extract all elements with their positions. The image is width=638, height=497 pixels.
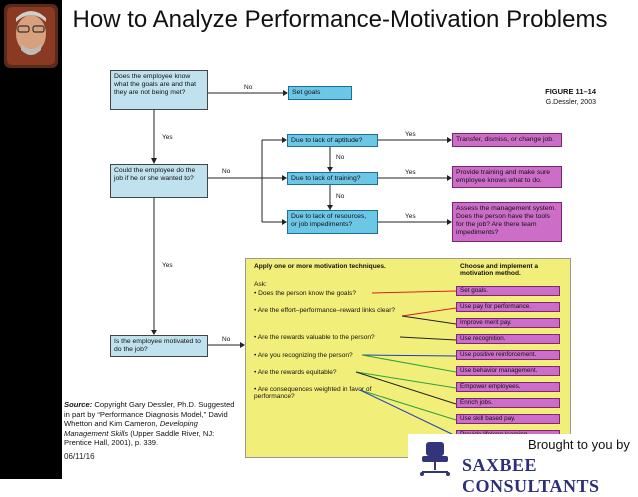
brought-to-you-by: Brought to you by — [528, 437, 630, 452]
office-chair-icon — [412, 438, 460, 478]
slide-date: 06/11/16 — [64, 452, 95, 461]
brand-footer: Brought to you by SAXBEE CONSULTANTS — [408, 434, 638, 479]
method-item: Use skill based pay. — [456, 414, 560, 424]
source-citation: Source: Copyright Gary Dessler, Ph.D. Su… — [64, 400, 242, 448]
method-item: Use pay for performance. — [456, 302, 560, 312]
method-item: Use positive reinforcement. — [456, 350, 560, 360]
method-item: Improve merit pay. — [456, 318, 560, 328]
company-name: SAXBEE CONSULTANTS — [462, 455, 638, 497]
method-item: Use recognition. — [456, 334, 560, 344]
method-item: Empower employees. — [456, 382, 560, 392]
method-item: Use behavior management. — [456, 366, 560, 376]
method-item: Set goals. — [456, 286, 560, 296]
method-item: Enrich jobs. — [456, 398, 560, 408]
source-label: Source: — [64, 400, 92, 409]
